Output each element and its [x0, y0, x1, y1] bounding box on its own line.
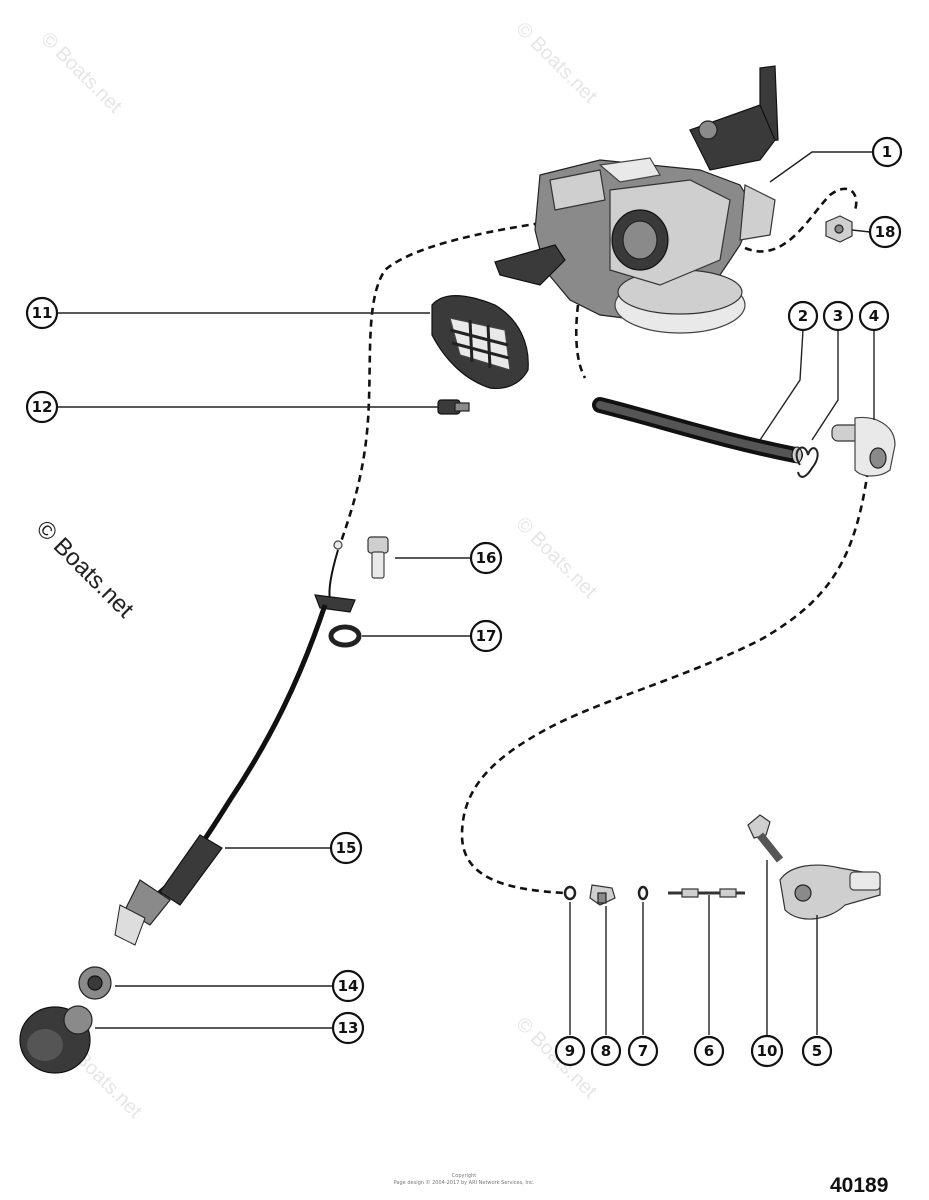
callout-4: 4	[858, 300, 890, 332]
screen-fitting-part-8	[589, 884, 616, 906]
callout-label-9: 9	[565, 1042, 575, 1060]
callout-label-14: 14	[338, 977, 359, 995]
callout-6: 6	[693, 1035, 725, 1067]
ring-part-9	[563, 885, 577, 901]
callout-5: 5	[801, 1035, 833, 1067]
callout-2: 2	[787, 300, 819, 332]
dashed-line-choke-cable	[338, 213, 601, 546]
callout-14: 14	[331, 969, 365, 1003]
callout-label-1: 1	[882, 143, 892, 161]
fuel-hose-part-2	[592, 397, 803, 464]
copyright-line-2: Page design © 2004-2017 by ARI Network S…	[394, 1179, 535, 1186]
callout-8: 8	[590, 1035, 622, 1067]
oring-part-7	[637, 885, 649, 901]
callout-label-17: 17	[476, 627, 497, 645]
callout-13: 13	[331, 1011, 365, 1045]
callout-label-11: 11	[32, 304, 53, 322]
nut-part-18	[825, 215, 853, 243]
callout-label-4: 4	[869, 307, 879, 325]
knob-part-13	[19, 1005, 93, 1074]
leader-3	[811, 330, 839, 441]
watermark-left-dark: © Boats.net	[31, 515, 139, 623]
choke-cable-part-15	[114, 540, 356, 946]
dashed-line-fuel-route	[460, 469, 870, 895]
grille-part-11	[431, 294, 529, 390]
callout-label-16: 16	[476, 549, 497, 567]
watermark-top-left: © Boats.net	[36, 28, 126, 118]
watermark-group: © Boats.net © Boats.net © Boats.net © Bo…	[31, 18, 602, 1123]
washer-part-17	[328, 624, 362, 648]
dashed-line-nut-18	[744, 187, 858, 253]
callout-label-15: 15	[336, 839, 357, 857]
callout-9: 9	[554, 1035, 586, 1067]
clamp-part-3	[795, 446, 819, 478]
callout-label-3: 3	[833, 307, 843, 325]
callout-11: 11	[25, 296, 59, 330]
callout-18: 18	[868, 215, 902, 249]
callout-label-7: 7	[638, 1042, 648, 1060]
callout-7: 7	[627, 1035, 659, 1067]
copyright-line-1: Copyright	[452, 1173, 476, 1179]
needle-part-6	[668, 888, 745, 898]
screw-part-12	[437, 399, 470, 415]
callout-label-13: 13	[338, 1019, 359, 1037]
leader-1	[769, 151, 873, 183]
callout-label-12: 12	[32, 398, 53, 416]
callout-15: 15	[329, 831, 363, 865]
leader-18	[851, 229, 871, 233]
callout-12: 12	[25, 390, 59, 424]
figure-number: 40189	[830, 1174, 888, 1197]
callout-17: 17	[469, 619, 503, 653]
callout-1: 1	[871, 136, 903, 168]
callout-label-8: 8	[601, 1042, 611, 1060]
leader-lines	[57, 151, 875, 1035]
fuel-valve-part-5	[779, 864, 881, 920]
watermark-middle: © Boats.net	[511, 513, 601, 603]
callout-label-5: 5	[812, 1042, 822, 1060]
callout-label-2: 2	[798, 307, 808, 325]
dashed-line-fuel-hose	[574, 304, 587, 379]
bolt-part-10	[747, 814, 784, 863]
callout-label-18: 18	[875, 223, 896, 241]
watermark-bottom-center: © Boats.net	[511, 1013, 601, 1103]
callout-10: 10	[750, 1034, 784, 1068]
watermark-top-center: © Boats.net	[511, 18, 601, 108]
callout-3: 3	[822, 300, 854, 332]
callout-label-10: 10	[757, 1042, 778, 1060]
bolt-part-16	[367, 536, 389, 579]
leader-2	[759, 329, 804, 441]
callout-label-6: 6	[704, 1042, 714, 1060]
carburetor-part	[494, 65, 779, 334]
knurled-nut-part-14	[78, 966, 112, 1000]
elbow-fitting-part-4	[831, 416, 896, 477]
callout-16: 16	[469, 541, 503, 575]
